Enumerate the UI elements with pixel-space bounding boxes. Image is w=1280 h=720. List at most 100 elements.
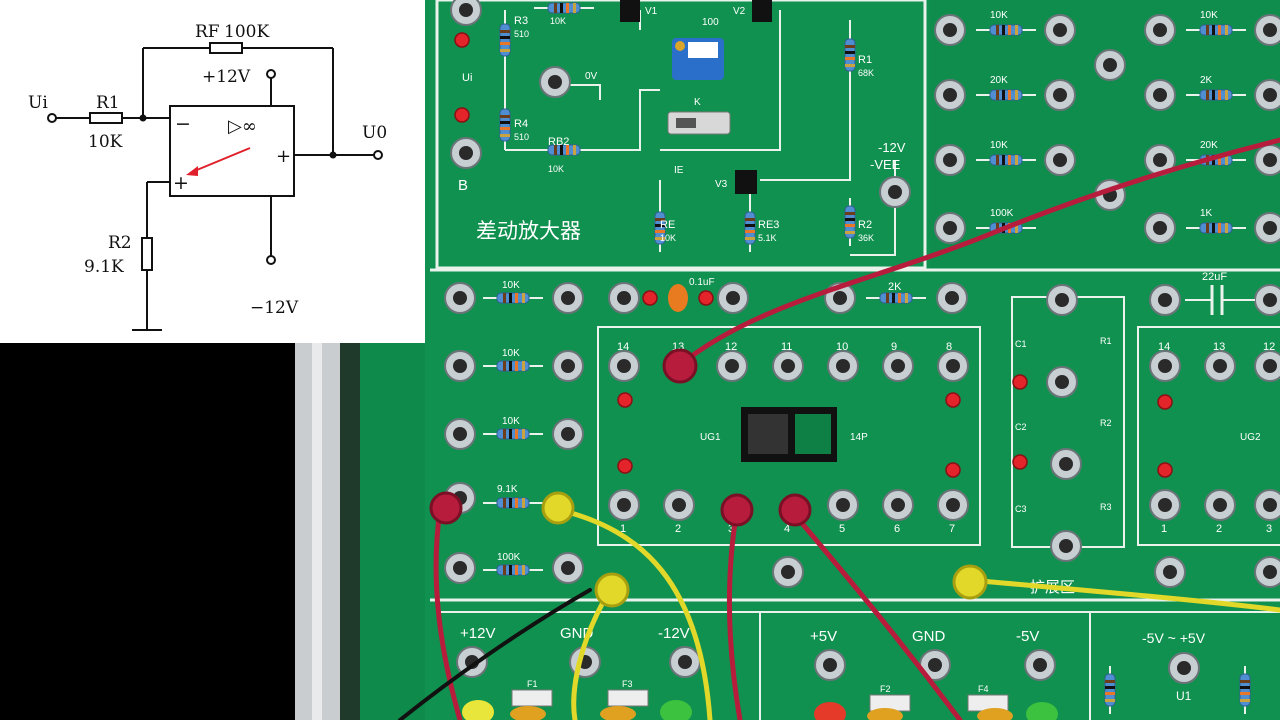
binding-post[interactable] (1254, 14, 1280, 46)
red-plug-1[interactable] (662, 348, 698, 384)
binding-post[interactable] (539, 66, 571, 98)
black-wire[interactable] (398, 588, 592, 720)
binding-post[interactable] (669, 646, 701, 678)
red-wire-2[interactable] (433, 507, 463, 720)
test-point[interactable] (1157, 462, 1173, 478)
binding-post[interactable] (934, 144, 966, 176)
test-point[interactable] (642, 290, 658, 306)
binding-post[interactable] (934, 212, 966, 244)
binding-post[interactable] (1254, 489, 1280, 521)
test-point[interactable] (945, 392, 961, 408)
binding-post[interactable] (1044, 79, 1076, 111)
binding-post[interactable] (716, 350, 748, 382)
binding-post[interactable] (1144, 212, 1176, 244)
red-wire-1[interactable] (677, 137, 1280, 368)
binding-post[interactable] (827, 489, 859, 521)
binding-post[interactable] (608, 489, 640, 521)
binding-post[interactable] (1144, 79, 1176, 111)
binding-post[interactable] (1050, 530, 1082, 562)
binding-post[interactable] (919, 649, 951, 681)
binding-post[interactable] (1046, 284, 1078, 316)
binding-post[interactable] (1254, 144, 1280, 176)
binding-post[interactable] (937, 489, 969, 521)
red-plug-3[interactable] (720, 493, 754, 527)
test-point[interactable] (1012, 454, 1028, 470)
binding-post[interactable] (1204, 489, 1236, 521)
binding-post[interactable] (1254, 212, 1280, 244)
red-plug-2[interactable] (429, 491, 463, 525)
test-point[interactable] (454, 32, 470, 48)
red-plug-4[interactable] (778, 493, 812, 527)
binding-post[interactable] (1254, 79, 1280, 111)
yellow-wire-2[interactable] (571, 587, 613, 720)
test-point[interactable] (454, 107, 470, 123)
binding-post[interactable] (552, 552, 584, 584)
binding-post[interactable] (814, 649, 846, 681)
binding-post[interactable] (1144, 144, 1176, 176)
binding-post[interactable] (608, 350, 640, 382)
binding-post[interactable] (450, 137, 482, 169)
test-point[interactable] (617, 458, 633, 474)
binding-post[interactable] (936, 282, 968, 314)
binding-post[interactable] (934, 14, 966, 46)
binding-post[interactable] (552, 418, 584, 450)
label-p12v: +12V (460, 625, 495, 642)
slide-switch[interactable] (667, 111, 731, 135)
binding-post[interactable] (1149, 489, 1181, 521)
yellow-plug-2[interactable] (594, 572, 630, 608)
binding-post[interactable] (827, 350, 859, 382)
binding-post[interactable] (1024, 649, 1056, 681)
binding-post[interactable] (1204, 350, 1236, 382)
binding-post[interactable] (772, 556, 804, 588)
binding-post[interactable] (879, 176, 911, 208)
binding-post[interactable] (934, 79, 966, 111)
yellow-plug-1[interactable] (541, 491, 575, 525)
red-wire-4[interactable] (792, 512, 963, 720)
test-point[interactable] (1157, 394, 1173, 410)
test-point[interactable] (698, 290, 714, 306)
binding-post[interactable] (717, 282, 749, 314)
svg-text:10K: 10K (660, 233, 676, 243)
binding-post[interactable] (1254, 284, 1280, 316)
test-point[interactable] (945, 462, 961, 478)
binding-post[interactable] (444, 350, 476, 382)
resistor-value-label: 10K (1200, 10, 1218, 21)
binding-post[interactable] (882, 489, 914, 521)
ug2-pin-label: 3 (1266, 523, 1272, 535)
binding-post[interactable] (1149, 284, 1181, 316)
binding-post[interactable] (1254, 556, 1280, 588)
binding-post[interactable] (1254, 350, 1280, 382)
binding-post[interactable] (552, 282, 584, 314)
binding-post[interactable] (882, 350, 914, 382)
plus-sign: + (173, 172, 189, 194)
binding-post[interactable] (1144, 14, 1176, 46)
resistor (1186, 24, 1246, 36)
binding-post[interactable] (1046, 366, 1078, 398)
test-point[interactable] (1012, 374, 1028, 390)
binding-post[interactable] (444, 282, 476, 314)
binding-post[interactable] (444, 552, 476, 584)
binding-post[interactable] (937, 350, 969, 382)
test-point[interactable] (617, 392, 633, 408)
binding-post[interactable] (772, 350, 804, 382)
binding-post[interactable] (450, 0, 482, 26)
binding-post[interactable] (663, 489, 695, 521)
label-k: K (694, 97, 701, 108)
binding-post[interactable] (1154, 556, 1186, 588)
binding-post[interactable] (1050, 448, 1082, 480)
binding-post[interactable] (1044, 144, 1076, 176)
yellow-wire-3[interactable] (967, 577, 1280, 613)
binding-post[interactable] (608, 282, 640, 314)
binding-post[interactable] (1168, 652, 1200, 684)
red-wire-3[interactable] (726, 507, 743, 720)
binding-post[interactable] (1149, 350, 1181, 382)
binding-post[interactable] (1044, 14, 1076, 46)
yellow-wire-1[interactable] (557, 507, 713, 720)
binding-post[interactable] (552, 350, 584, 382)
r1-value: 10K (88, 132, 123, 152)
yellow-plug-3[interactable] (952, 564, 988, 600)
binding-post[interactable] (1094, 49, 1126, 81)
transistor-v2 (752, 0, 772, 22)
binding-post[interactable] (444, 418, 476, 450)
